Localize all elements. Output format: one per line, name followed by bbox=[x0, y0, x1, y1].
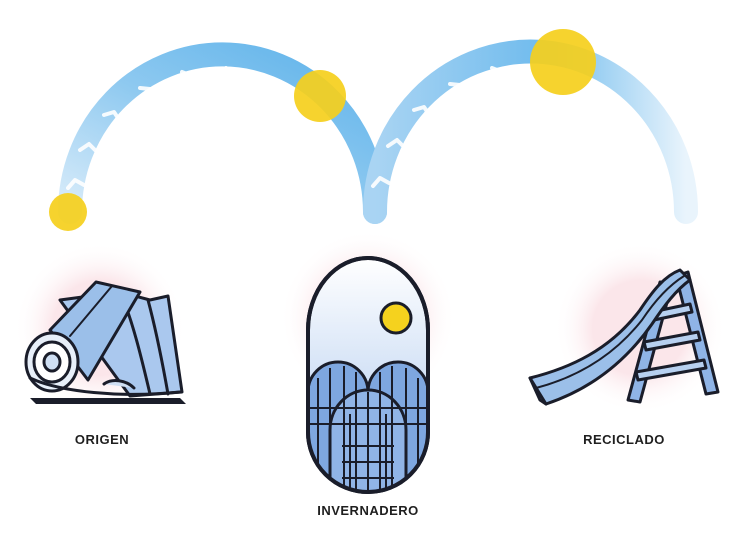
sun-marker-3 bbox=[530, 29, 596, 95]
playground-slide-icon bbox=[528, 268, 720, 406]
progress-arc-1 bbox=[58, 42, 387, 224]
sun-marker-1 bbox=[49, 193, 87, 231]
progress-arc-2 bbox=[363, 39, 698, 224]
stage-label-reciclado: RECICLADO bbox=[583, 432, 665, 447]
stage-label-origen: ORIGEN bbox=[74, 432, 130, 447]
sun-marker-2 bbox=[294, 70, 346, 122]
stage-label-invernadero: INVERNADERO bbox=[317, 503, 419, 518]
plastic-film-roll-icon bbox=[24, 280, 186, 404]
greenhouse-icon bbox=[306, 256, 430, 494]
